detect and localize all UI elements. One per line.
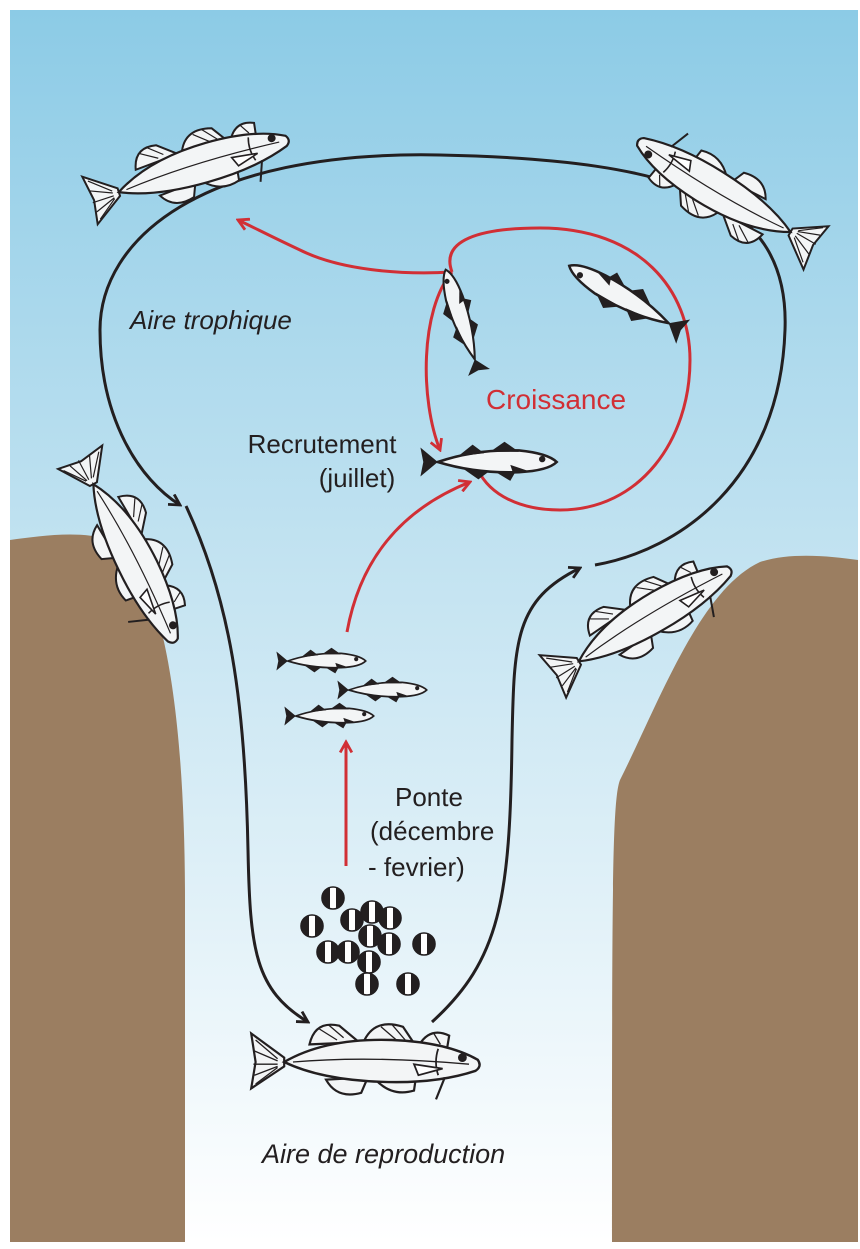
fish-egg-icon — [341, 909, 363, 931]
recruitment-label-line2: (juillet) — [302, 462, 412, 494]
fish-egg-icon — [317, 941, 339, 963]
feeding-area-label: Aire trophique — [130, 304, 292, 336]
left-seabed — [10, 535, 185, 1242]
fish-egg-icon — [356, 973, 378, 995]
fish-egg-icon — [358, 951, 380, 973]
fish-egg-icon — [378, 933, 400, 955]
spawning-label-line2: (décembre — [370, 815, 494, 847]
fish-egg-icon — [301, 915, 323, 937]
fish-egg-icon — [337, 941, 359, 963]
spawning-area-label: Aire de reproduction — [262, 1138, 505, 1170]
fish-egg-icon — [413, 933, 435, 955]
spawning-label-line1: Ponte — [395, 781, 463, 813]
recruitment-label-line1: Recrutement — [222, 428, 422, 460]
fish-egg-icon — [379, 907, 401, 929]
spawning-label-line3: - fevrier) — [368, 851, 465, 883]
growth-label: Croissance — [486, 384, 626, 416]
fish-egg-icon — [322, 887, 344, 909]
fish-egg-icon — [397, 973, 419, 995]
